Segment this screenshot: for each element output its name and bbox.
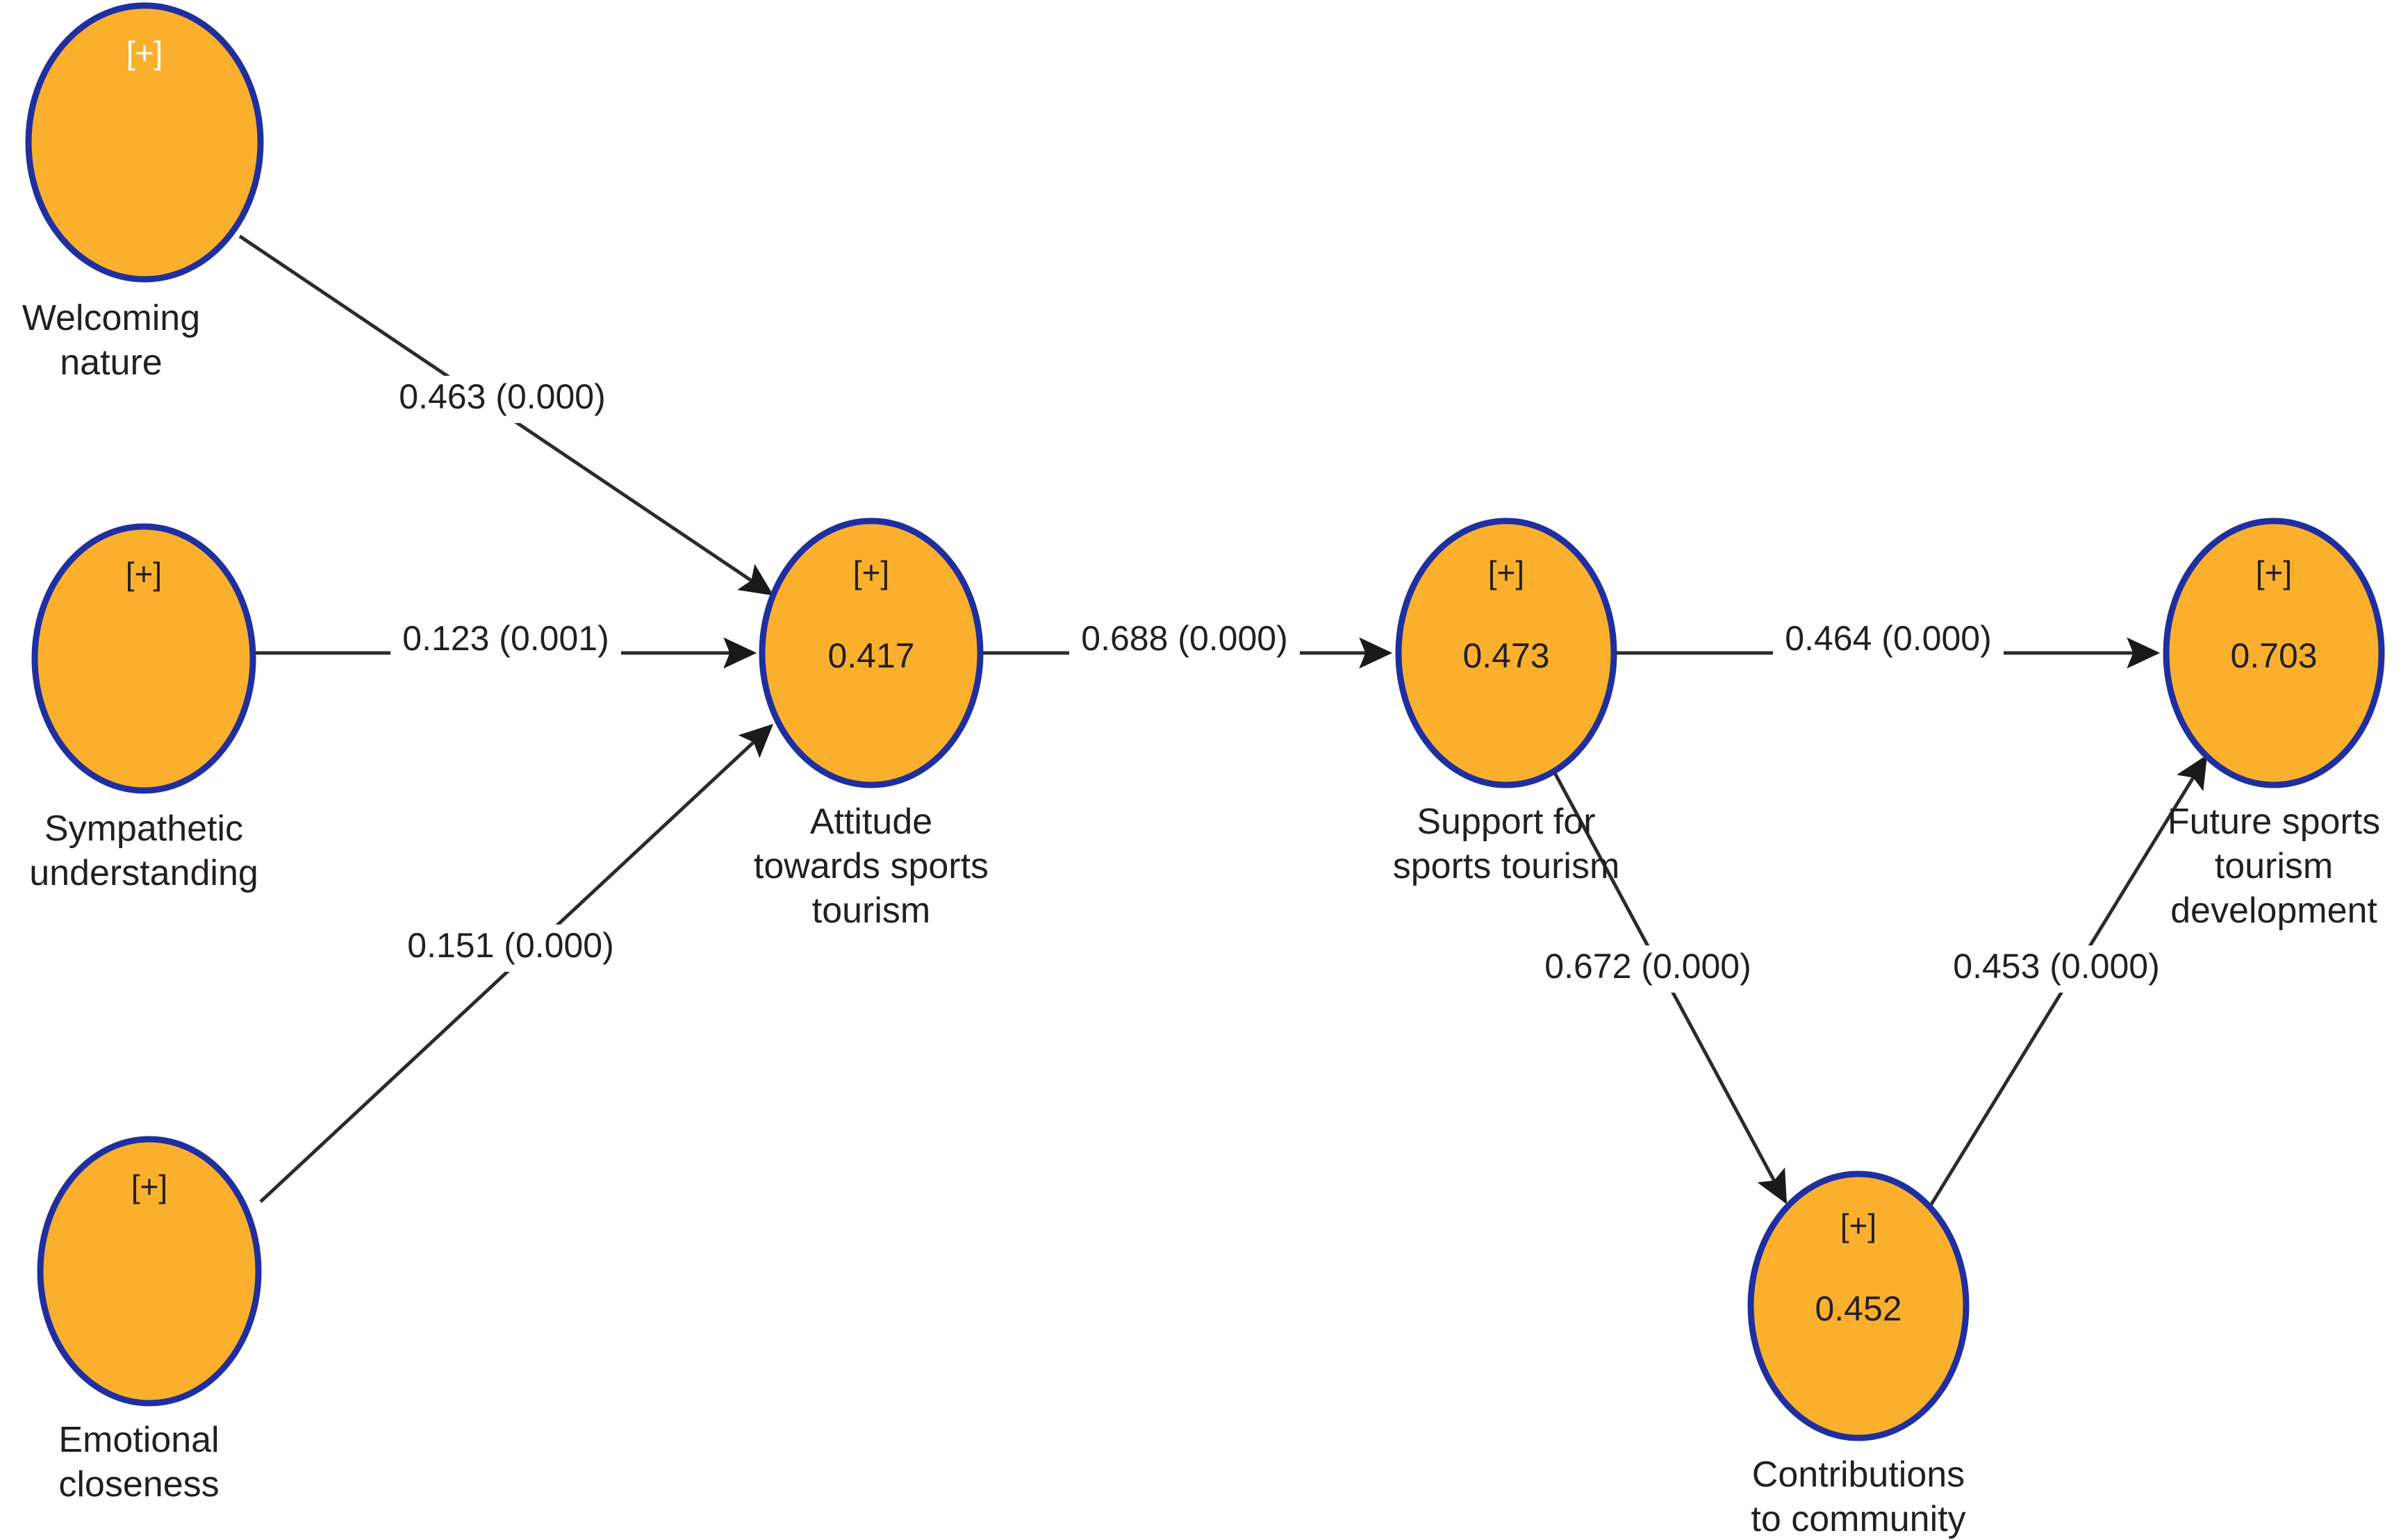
edge-label-attitude-to-support: 0.688 (0.000) [1081,619,1287,658]
node-caption-line-future-sports-tourism-development: Future sports [2168,802,2380,842]
node-shape-emotional-closeness[interactable] [37,1136,262,1407]
node-shape-attitude-towards-sports-tourism[interactable] [759,518,984,788]
node-value-contributions-to-community: 0.452 [1815,1289,1901,1328]
node-caption-line-attitude-towards-sports-tourism: towards sports [754,846,989,886]
edge-label-support-to-future: 0.464 (0.000) [1785,619,1991,658]
node-caption-line-welcoming-nature: nature [60,342,162,383]
node-shape-sympathetic-understanding[interactable] [31,523,256,794]
node-caption-line-emotional-closeness: closeness [58,1464,219,1505]
node-shape-future-sports-tourism-development[interactable] [2163,518,2385,788]
node-future-sports-tourism-development[interactable]: [+] 0.703 [2163,518,2385,788]
node-sympathetic-understanding[interactable]: [+] [31,523,256,794]
node-value-attitude-towards-sports-tourism: 0.417 [827,636,914,675]
node-caption-line-future-sports-tourism-development: development [2170,891,2377,931]
node-shape-contributions-to-community[interactable] [1747,1170,1970,1441]
node-caption-line-support-for-sports-tourism: sports tourism [1393,846,1620,886]
node-plus-badge-future-sports-tourism-development: [+] [2256,554,2292,590]
node-plus-badge-welcoming-nature: [+] [126,35,163,71]
node-value-support-for-sports-tourism: 0.473 [1462,636,1549,675]
node-caption-line-sympathetic-understanding: Sympathetic [44,809,243,849]
node-caption-line-contributions-to-community: Contributions [1752,1455,1965,1495]
edge-label-backdrop-attitude-to-support [1069,618,1300,665]
node-value-future-sports-tourism-development: 0.703 [2230,636,2317,675]
node-plus-badge-emotional-closeness: [+] [131,1168,167,1204]
edge-label-backdrop-emotional-to-attitude [395,925,626,972]
node-caption-line-future-sports-tourism-development: tourism [2215,846,2333,886]
node-attitude-towards-sports-tourism[interactable]: [+] 0.417 [759,518,984,788]
edge-label-backdrop-sympathetic-to-attitude [390,618,621,665]
node-plus-badge-contributions-to-community: [+] [1840,1207,1876,1243]
edge-label-welcoming-to-attitude: 0.463 (0.000) [399,377,605,416]
edge-label-backdrop-support-to-future [1773,618,2004,665]
node-support-for-sports-tourism[interactable]: [+] 0.473 [1395,518,1617,788]
node-emotional-closeness[interactable]: [+] [37,1136,262,1407]
node-caption-line-support-for-sports-tourism: Support for [1417,802,1595,842]
node-caption-line-sympathetic-understanding: understanding [29,853,258,893]
edge-label-backdrop-welcoming-to-attitude [387,376,618,423]
node-welcoming-nature[interactable]: [+] [25,2,264,283]
node-caption-line-attitude-towards-sports-tourism: Attitude [810,802,932,842]
edge-label-backdrop-contributions-to-future [1941,945,2172,993]
node-shape-welcoming-nature[interactable] [25,2,264,283]
node-caption-line-attitude-towards-sports-tourism: tourism [812,891,930,931]
edge-label-contributions-to-future: 0.453 (0.000) [1953,947,2159,986]
edge-label-backdrop-support-to-contributions [1533,945,1763,993]
node-shape-support-for-sports-tourism[interactable] [1395,518,1617,788]
node-caption-line-emotional-closeness: Emotional [58,1420,219,1460]
edge-label-sympathetic-to-attitude: 0.123 (0.001) [402,619,609,658]
node-plus-badge-sympathetic-understanding: [+] [126,556,162,592]
node-plus-badge-support-for-sports-tourism: [+] [1488,554,1524,590]
node-caption-line-contributions-to-community: to community [1751,1499,1965,1539]
edge-label-support-to-contributions: 0.672 (0.000) [1544,947,1751,986]
node-plus-badge-attitude-towards-sports-tourism: [+] [853,554,889,590]
edge-label-emotional-to-attitude: 0.151 (0.000) [407,926,613,965]
node-contributions-to-community[interactable]: [+] 0.452 [1747,1170,1970,1441]
node-caption-line-welcoming-nature: Welcoming [22,298,200,338]
edge-labels-layer: 0.463 (0.000) 0.123 (0.001) 0.151 (0.000) 0… [387,376,2172,993]
